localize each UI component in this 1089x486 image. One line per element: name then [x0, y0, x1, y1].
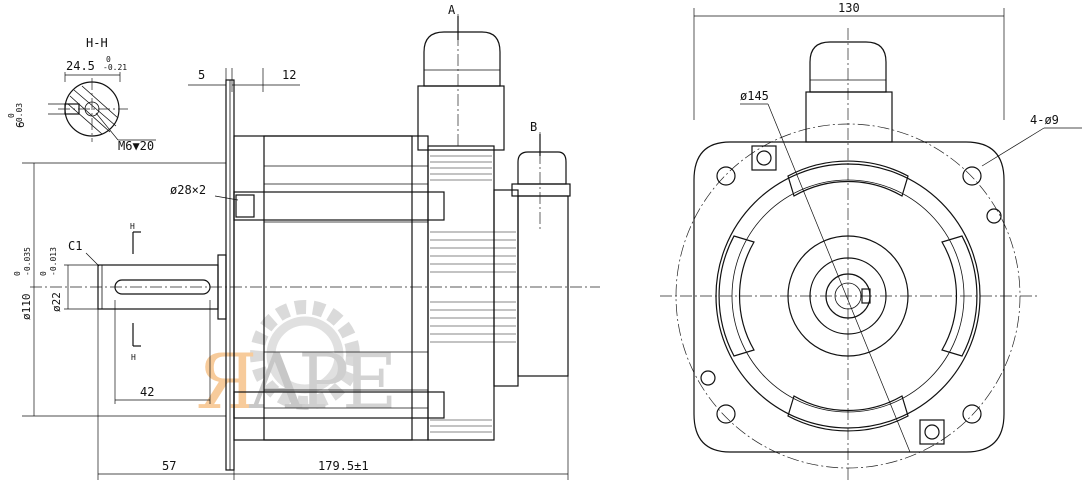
- svg-text:-0.21: -0.21: [103, 63, 127, 72]
- svg-text:0: 0: [13, 271, 22, 276]
- shaft-diameter: ø22: [50, 292, 63, 312]
- section-mark-top: H: [130, 222, 135, 231]
- connector-a-label: A: [448, 3, 456, 17]
- chamfer-callout: C1: [68, 239, 82, 253]
- section-title: H-H: [86, 36, 108, 50]
- front-view: 130: [660, 1, 1082, 480]
- shaft-length: 57: [162, 459, 176, 473]
- key-width: 6: [14, 121, 27, 128]
- thread-callout: M6▼20: [118, 139, 154, 153]
- flange-diameter: ø110: [20, 294, 33, 321]
- pcd-callout: ø145: [740, 89, 769, 103]
- section-hh: H-H 24.5 0 -0.21 6 0 -0.03 M6▼20: [7, 36, 156, 153]
- svg-text:А: А: [248, 337, 306, 426]
- mounting-holes: [700, 145, 1002, 445]
- svg-text:0: 0: [7, 113, 16, 118]
- section-mark-bottom: H: [131, 353, 136, 362]
- boss-callout: ø28×2: [170, 183, 206, 197]
- gear-icon: [250, 300, 360, 410]
- front-width: 130: [838, 1, 860, 15]
- svg-text:0: 0: [39, 271, 48, 276]
- flange-offset: 12: [282, 68, 296, 82]
- svg-text:-0.03: -0.03: [15, 103, 24, 127]
- holes-callout: 4-ø9: [1030, 113, 1059, 127]
- connector-b: B: [511, 120, 571, 232]
- front-connector: [805, 41, 893, 143]
- svg-text:-0.035: -0.035: [23, 247, 32, 276]
- svg-text:-0.013: -0.013: [49, 247, 58, 276]
- svg-text:Е: Е: [342, 337, 397, 426]
- side-view: 5 12 ø28×2 C1 H H ø110 0 -0.035 ø2: [13, 3, 600, 480]
- flange-thickness: 5: [198, 68, 205, 82]
- watermark-text: Я: [196, 337, 257, 426]
- body-length: 179.5±1: [318, 459, 369, 473]
- svg-text:0: 0: [106, 55, 111, 64]
- key-length: 42: [140, 385, 154, 399]
- section-width: 24.5: [66, 59, 95, 73]
- connector-a: A: [417, 3, 505, 151]
- connector-b-label: B: [530, 120, 537, 134]
